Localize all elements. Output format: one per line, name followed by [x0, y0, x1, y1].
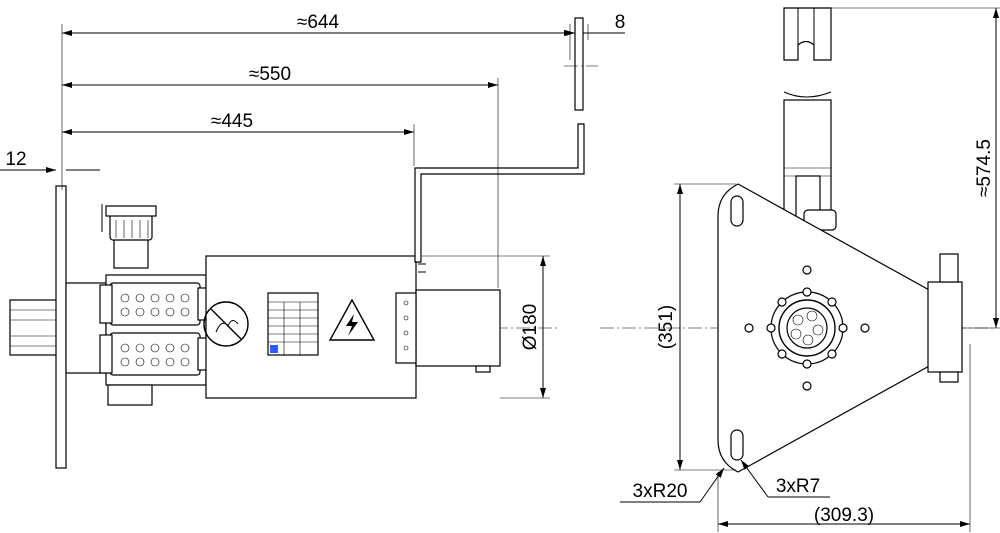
dim-length-body: ≈445: [211, 111, 253, 132]
cable-gland: [101, 204, 157, 269]
side-connector: [927, 253, 963, 383]
end-cap: [395, 263, 501, 373]
mounting-bracket: [414, 17, 585, 263]
dim-diameter: Ø180: [520, 304, 541, 350]
label-plate: [267, 292, 319, 356]
dim-total-length: ≈644: [297, 12, 340, 33]
front-view: (351) (309.3) ≈574.5 3xR20 3xR7: [600, 7, 1000, 532]
esd-warning-icon: [203, 301, 249, 347]
center-hub: [744, 265, 870, 391]
dim-bracket-thickness: 8: [615, 12, 626, 33]
side-view: ≈644 ≈550 ≈445 12 8 Ø180: [0, 12, 626, 469]
dim-triangle-width: (309.3): [814, 505, 874, 526]
high-voltage-icon: [328, 298, 376, 341]
dim-length-bracket: ≈550: [249, 64, 291, 85]
bracket-tube: [783, 7, 837, 231]
flange-plate: [55, 185, 67, 469]
dim-triangle-height: (351): [656, 305, 677, 349]
dim-outer-radius: 3xR20: [633, 481, 688, 502]
dim-flange-thickness: 12: [5, 149, 26, 170]
connector-housing: [99, 274, 209, 406]
dim-height: ≈574.5: [974, 139, 995, 197]
dim-inner-radius: 3xR7: [776, 476, 820, 497]
